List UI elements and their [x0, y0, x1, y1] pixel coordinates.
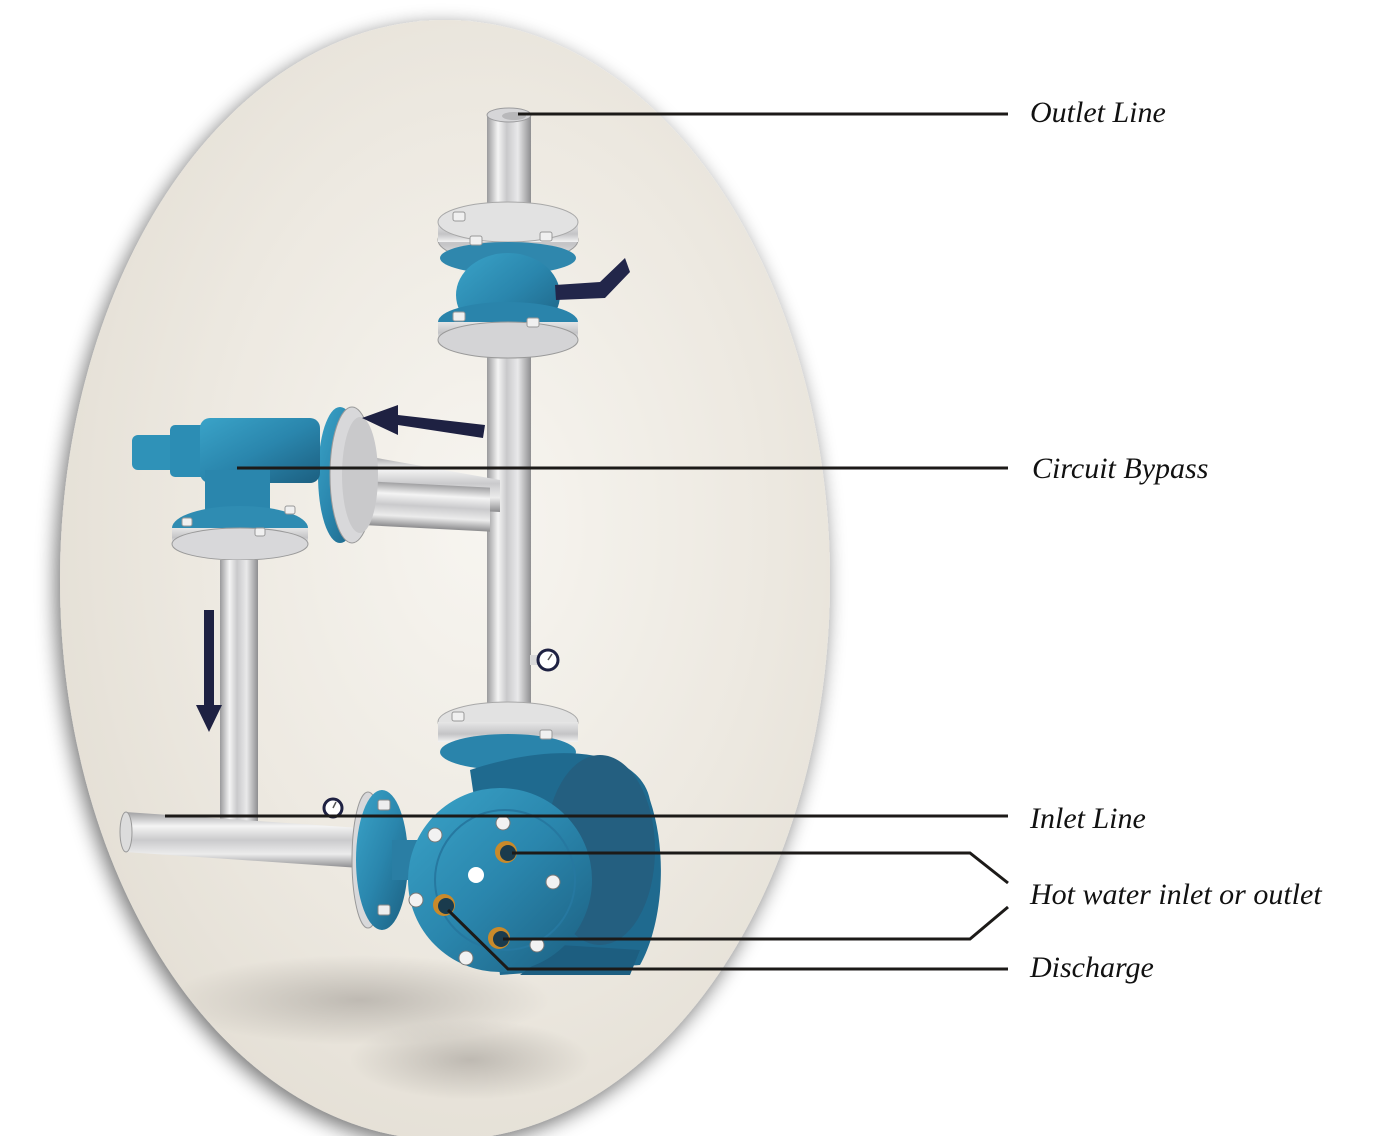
- flow-arrow-down-icon: [196, 610, 222, 732]
- pump-body: [408, 753, 661, 975]
- ball-valve: [437, 201, 630, 359]
- pressure-gauge-icon: [322, 797, 344, 819]
- label-discharge: Discharge: [1030, 951, 1154, 984]
- inlet-pipe: [119, 811, 360, 868]
- pressure-gauge-icon: [530, 648, 560, 672]
- bypass-flange: [318, 406, 378, 544]
- leader-lines: [165, 112, 1009, 971]
- leader-hot-water-lower: [503, 905, 1009, 941]
- leader-hot-water-upper: [512, 851, 1009, 885]
- outlet-pipe: [486, 107, 532, 720]
- label-circuit-bypass: Circuit Bypass: [1032, 452, 1209, 485]
- return-pipe: [220, 560, 258, 825]
- label-hot-water-inlet-outlet: Hot water inlet or outlet: [1030, 878, 1322, 911]
- leader-discharge: [446, 908, 1008, 971]
- flow-arrow-left-icon: [362, 405, 485, 438]
- label-outlet-line: Outlet Line: [1030, 96, 1166, 129]
- floor-shadow: [170, 955, 590, 1100]
- label-inlet-line: Inlet Line: [1030, 802, 1146, 835]
